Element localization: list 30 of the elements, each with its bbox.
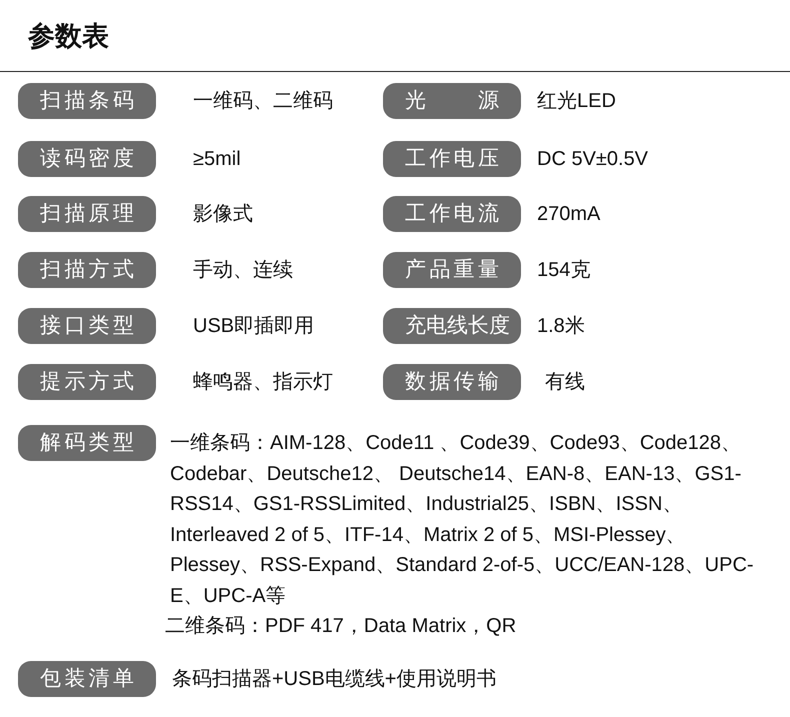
label-pill: 工作电流 [383, 196, 521, 232]
value-text: 有线 [545, 370, 585, 395]
label-pill: 扫描方式 [18, 252, 156, 288]
value-text: 1.8米 [537, 314, 585, 339]
label-pill: 工作电压 [383, 141, 521, 177]
value-text: 270mA [537, 202, 600, 227]
value-text: 影像式 [193, 202, 253, 227]
value-text: ≥5mil [193, 147, 241, 172]
label-pill: 数据传输 [383, 364, 521, 400]
value-text: 一维条码：AIM-128、Code11 、Code39、Code93、Code128、Codebar、Deutsche12、 Deutsche14、EAN-8、EAN-13、GS1-RSS14、GS1-RSSLimited、Industrial25、ISBN、ISSN、Interleaved 2 of 5、ITF-14、Matrix 2 of 5、MSI-Plessey、Plessey、RSS-Expand、Standard 2-of-5、UCC/EAN-128、UPC-E、UPC-A等 [170, 431, 755, 608]
value-text: 一维码、二维码 [193, 89, 333, 114]
page-title: 参数表 [28, 20, 109, 53]
label-pill: 扫描原理 [18, 196, 156, 232]
label-pill: 解码类型 [18, 425, 156, 461]
label-pill: 充电线长度 [383, 308, 521, 344]
value-text: 红光LED [537, 89, 616, 114]
value-text: 条码扫描器+USB电缆线+使用说明书 [172, 667, 496, 692]
value-text: 蜂鸣器、指示灯 [193, 370, 333, 395]
label-pill: 接口类型 [18, 308, 156, 344]
label-pill: 读码密度 [18, 141, 156, 177]
value-text: 二维条码：PDF 417，Data Matrix，QR [165, 614, 518, 639]
label-pill: 包装清单 [18, 661, 156, 697]
value-text: 手动、连续 [193, 258, 293, 283]
value-text: USB即插即用 [193, 314, 314, 339]
label-pill: 扫描条码 [18, 83, 156, 119]
value-text: DC 5V±0.5V [537, 147, 648, 172]
label-pill: 产品重量 [383, 252, 521, 288]
label-pill: 光源 [383, 83, 521, 119]
label-pill: 提示方式 [18, 364, 156, 400]
value-text: 154克 [537, 258, 590, 283]
